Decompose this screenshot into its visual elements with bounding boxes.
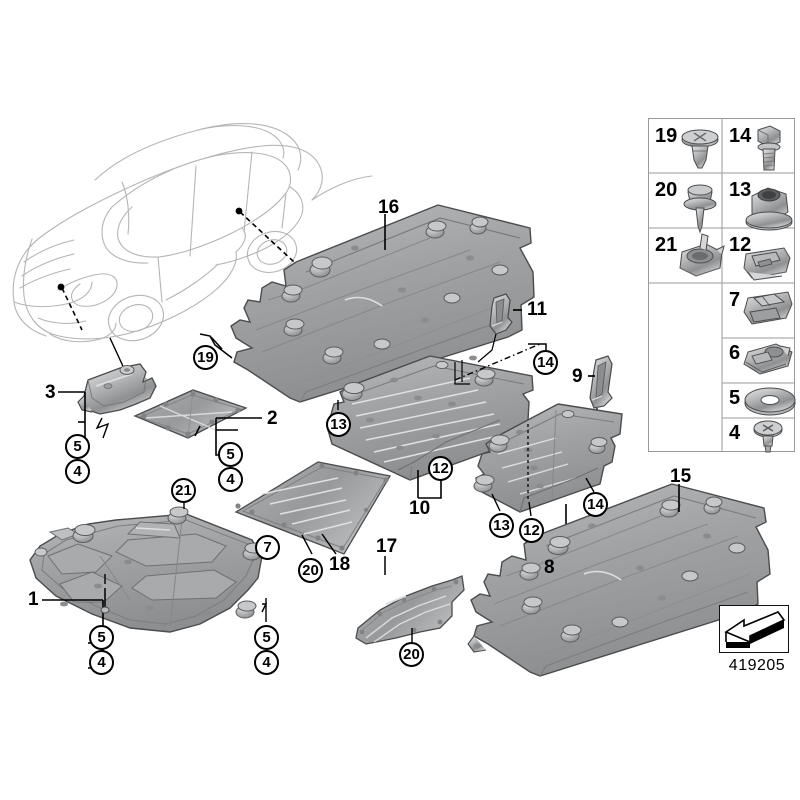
legend-number-7: 7 [729, 289, 741, 311]
part-8-rear-floor-panel [473, 403, 623, 513]
legend-number-20: 20 [655, 179, 678, 201]
legend-number-19: 19 [655, 125, 678, 147]
leader-part-3-fastener-hint [95, 417, 110, 439]
leader-callout-14a [454, 343, 541, 381]
part-9-bracket [589, 355, 613, 409]
callout-label-10: 10 [409, 498, 431, 519]
circled-callout-12a: 12 [428, 456, 453, 481]
legend-number-21: 21 [655, 234, 678, 256]
diagram-id-number: 419205 [728, 657, 786, 674]
legend-number-5: 5 [729, 387, 741, 409]
circled-callout-4c: 4 [89, 650, 114, 675]
part-15-rocker-panel [467, 483, 771, 677]
legend-icon-13-hex-flange-nut [745, 187, 793, 231]
legend-number-6: 6 [729, 342, 741, 364]
callout-label-8: 8 [544, 557, 555, 578]
leader-callout-19 [199, 333, 233, 359]
legend-icon-4-torx-screw [753, 420, 783, 453]
circled-callout-13a: 13 [326, 412, 351, 437]
legend-number-14: 14 [729, 125, 752, 147]
circled-callout-7: 7 [255, 535, 280, 560]
circled-callout-5b: 5 [218, 442, 243, 467]
leader-dot-front [57, 283, 65, 291]
part-15-mount-bosses [519, 496, 746, 643]
circled-callout-4b: 4 [218, 467, 243, 492]
callout-label-15: 15 [670, 466, 692, 487]
legend-number-12: 12 [729, 234, 752, 256]
part-6-pin-indicator [100, 588, 110, 614]
leader-callout-14b [585, 477, 595, 493]
callout-label-2: 2 [267, 408, 278, 429]
circled-callout-14b: 14 [583, 492, 608, 517]
direction-arrow-icon [724, 611, 786, 648]
orientation-icon-box [719, 605, 789, 653]
vehicle-outline-illustration [12, 123, 373, 343]
circled-callout-13b: 13 [489, 513, 514, 538]
callout-label-16: 16 [378, 197, 400, 218]
circled-callout-5d: 5 [254, 625, 279, 650]
leader-callout-12b [528, 501, 532, 517]
callout-label-18: 18 [329, 554, 351, 575]
part-16-underbody-panel [230, 204, 535, 403]
circled-callout-4a: 4 [65, 459, 90, 484]
legend-icon-7-spring-clip [743, 291, 793, 325]
callout-label-17: 17 [376, 536, 398, 557]
leader-part-11-to-panel [477, 333, 497, 363]
legend-number-13: 13 [729, 179, 752, 201]
part-18-floor-panel [234, 461, 392, 555]
legend-number-4: 4 [729, 422, 741, 444]
legend-icon-5-flat-washer [744, 387, 796, 416]
legend-icon-20-expanding-rivet [683, 184, 717, 234]
callout-label-1: 1 [28, 589, 39, 610]
legend-icon-14-hex-flange-bolt [757, 125, 781, 171]
circled-callout-12b: 12 [519, 518, 544, 543]
circled-callout-5a: 5 [65, 434, 90, 459]
legend-icon-6-u-nut-clip [743, 343, 793, 375]
part-16-mount-bosses [281, 216, 509, 365]
leader-part-10 [417, 470, 442, 499]
legend-icon-21-clip-socket [679, 233, 725, 277]
leader-callout-13b [491, 493, 501, 512]
leader-part-18 [321, 533, 337, 555]
part-2-reinforcement-plate [133, 389, 248, 439]
circled-callout-20b: 20 [399, 642, 424, 667]
circled-callout-5c: 5 [89, 625, 114, 650]
leader-callout-20a [301, 534, 313, 555]
leader-callout-14a-bracket [528, 343, 547, 352]
circled-callout-4d: 4 [254, 650, 279, 675]
part-11-bracket [489, 293, 513, 335]
callout-label-3: 3 [45, 382, 56, 403]
circled-callout-21: 21 [171, 478, 196, 503]
legend-grid-lines [648, 118, 795, 452]
leader-callout-5d [261, 598, 268, 622]
leader-dot-rear [235, 207, 243, 215]
callout-label-11: 11 [527, 299, 548, 320]
callout-label-9: 9 [572, 366, 583, 387]
legend-icon-19-push-rivet-screw [681, 129, 719, 169]
legend-icon-12-sheet-metal-nut [743, 247, 791, 281]
part-10-floor-panel [327, 355, 534, 481]
part-10-clip-marks [454, 360, 470, 385]
part-17-side-cover [355, 575, 465, 645]
circled-callout-20a: 20 [298, 558, 323, 583]
circled-callout-14a: 14 [533, 350, 558, 375]
part-1-mount-bosses [34, 506, 264, 619]
leader-vehicle-to-part1 [61, 287, 83, 331]
part-1-engine-shield [29, 506, 264, 633]
circled-callout-19: 19 [193, 345, 218, 370]
